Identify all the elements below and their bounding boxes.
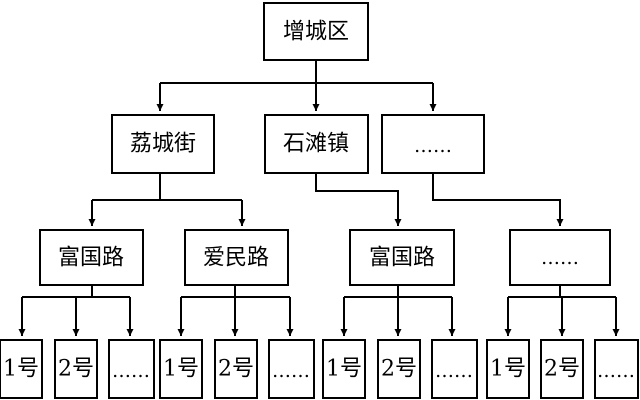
leaf-3-0-label: 1号 [490, 357, 526, 382]
node-level1-0: 荔城街 [111, 114, 215, 174]
node-level1-2-label: …… [414, 135, 452, 157]
node-level1-1-label: 石滩镇 [283, 132, 349, 157]
node-level2-1: 爱民路 [184, 229, 289, 286]
leaf-0-1: 2号 [54, 339, 98, 399]
leaf-3-2-label: …… [597, 360, 635, 382]
leaf-1-2-label: …… [272, 360, 310, 382]
leaf-0-2: …… [108, 339, 155, 399]
node-level2-0: 富国路 [39, 229, 144, 286]
leaf-3-0: 1号 [486, 339, 530, 399]
leaf-2-1: 2号 [377, 339, 421, 399]
leaf-2-2-label: …… [435, 360, 473, 382]
connectors-level2 [18, 285, 620, 336]
leaf-0-0: 1号 [0, 339, 43, 399]
leaf-0-2-label: …… [112, 360, 150, 382]
node-level2-2-label: 富国路 [369, 246, 435, 271]
leaf-1-2: …… [268, 339, 315, 399]
node-level1-2: …… [381, 114, 485, 174]
node-level1-0-label: 荔城街 [130, 132, 196, 157]
node-level2-3: …… [509, 229, 611, 286]
leaf-0-0-label: 1号 [3, 357, 39, 382]
node-root-label: 增城区 [283, 20, 349, 45]
leaf-1-0-label: 1号 [163, 357, 199, 382]
leaf-0-1-label: 2号 [58, 357, 94, 382]
leaf-2-0-label: 1号 [326, 357, 362, 382]
leaf-3-1: 2号 [540, 339, 584, 399]
leaf-3-2: …… [594, 339, 639, 399]
leaf-2-0: 1号 [322, 339, 366, 399]
node-level1-1: 石滩镇 [264, 114, 369, 174]
node-level2-0-label: 富国路 [58, 246, 124, 271]
node-level2-3-label: …… [541, 247, 579, 269]
node-level2-2: 富国路 [349, 229, 455, 286]
leaf-1-0: 1号 [159, 339, 203, 399]
leaf-2-2: …… [431, 339, 478, 399]
leaf-1-1: 2号 [214, 339, 258, 399]
connectors-root [156, 60, 437, 111]
node-level2-1-label: 爱民路 [203, 246, 269, 271]
leaf-2-1-label: 2号 [381, 357, 417, 382]
connectors-level1 [88, 173, 564, 226]
leaf-1-1-label: 2号 [218, 357, 254, 382]
node-root: 增城区 [263, 2, 369, 61]
leaf-3-1-label: 2号 [544, 357, 580, 382]
